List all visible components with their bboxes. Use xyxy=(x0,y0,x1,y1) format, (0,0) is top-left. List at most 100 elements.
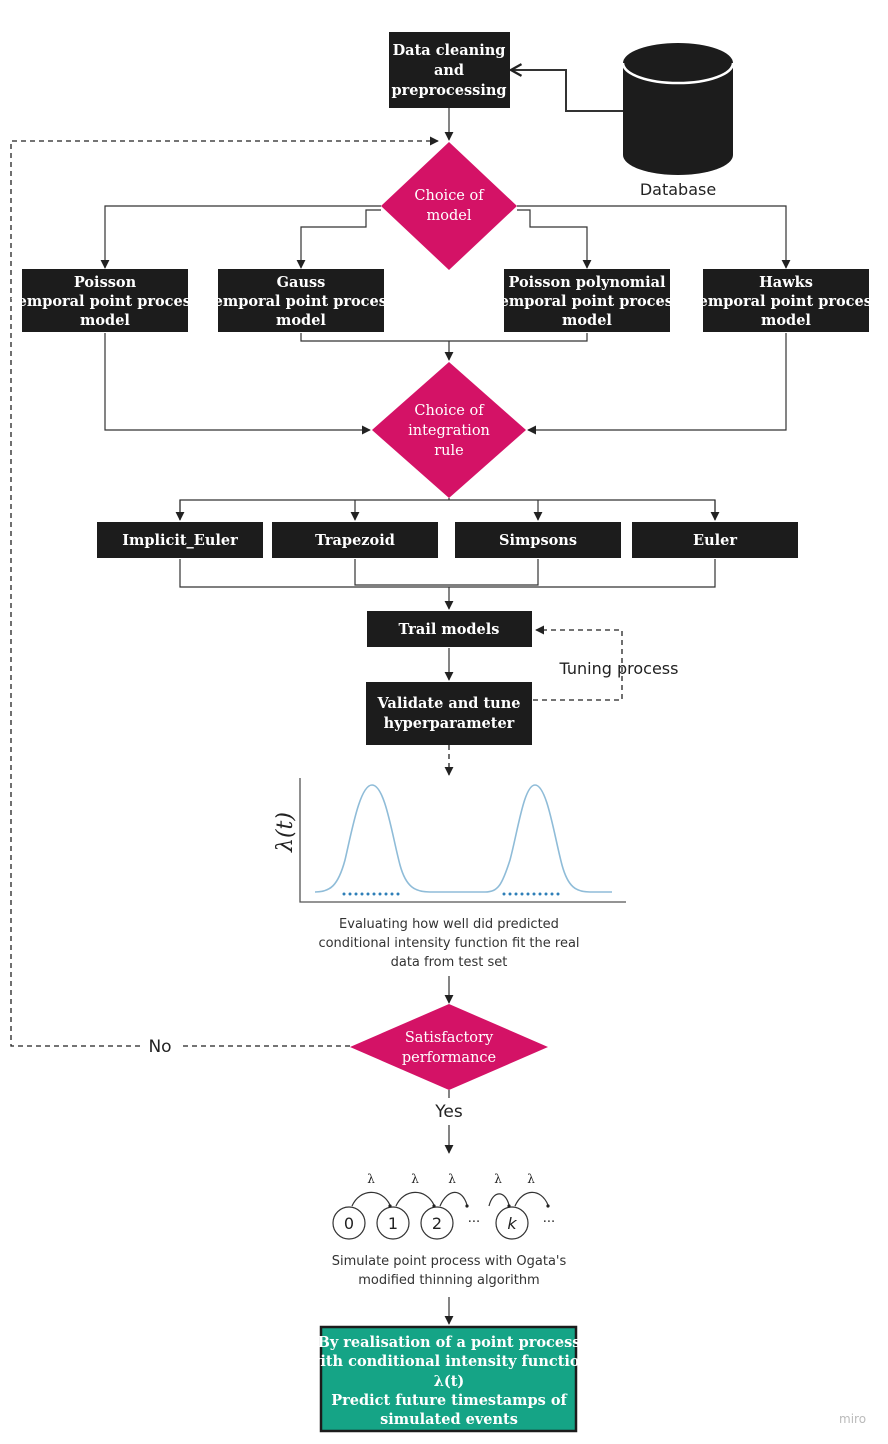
database-label: Database xyxy=(640,180,716,199)
sim-caption-line-2: modified thinning algorithm xyxy=(358,1273,539,1288)
lambda-label-1: λ xyxy=(367,1172,375,1186)
event-dot xyxy=(384,892,388,896)
model-gauss-line-2: temporal point process xyxy=(207,293,395,310)
event-dot xyxy=(360,892,364,896)
choice-rule-line-1: Choice of xyxy=(414,403,485,419)
choice-of-model-decision: Choice of model xyxy=(381,142,517,270)
model-hawks-line-3: model xyxy=(761,312,811,329)
chain-node-2: 2 xyxy=(420,1206,454,1240)
yes-label: Yes xyxy=(434,1102,463,1122)
event-dot xyxy=(538,892,542,896)
trail-models-step: Trail models xyxy=(367,611,532,647)
plot-caption-line-2: conditional intensity function fit the r… xyxy=(318,936,579,951)
model-poisson-line-3: model xyxy=(80,312,130,329)
rule-simpsons: Simpsons xyxy=(455,522,621,558)
model-poly-line-3: model xyxy=(562,312,612,329)
chain-node-0-label: 0 xyxy=(344,1214,354,1233)
database-icon xyxy=(621,43,735,175)
event-dot xyxy=(342,892,346,896)
model-poly-line-2: temporal point process xyxy=(493,293,681,310)
choice-rule-line-2: integration xyxy=(408,423,490,439)
satisfactory-line-1: Satisfactory xyxy=(405,1030,494,1046)
satisfactory-line-2: performance xyxy=(402,1050,496,1066)
rule-implicit-euler-label: Implicit_Euler xyxy=(122,532,238,549)
chain-node-1-label: 1 xyxy=(388,1214,398,1233)
event-dot xyxy=(556,892,560,896)
model-hawks-line-2: temporal point process xyxy=(692,293,880,310)
rule-euler-label: Euler xyxy=(693,532,737,549)
data-cleaning-step: Data cleaning and preprocessing xyxy=(389,32,510,108)
chain-node-k-label: k xyxy=(507,1214,517,1233)
lambda-label-5: λ xyxy=(527,1172,535,1186)
sim-caption-line-1: Simulate point process with Ogata's xyxy=(332,1254,567,1269)
intensity-curve xyxy=(314,784,612,893)
prediction-result-box: By realisation of a point process with c… xyxy=(307,1325,591,1433)
validate-line-2: hyperparameter xyxy=(384,715,515,732)
event-dot xyxy=(372,892,376,896)
cleaning-line-3: preprocessing xyxy=(391,82,506,99)
event-dot xyxy=(514,892,518,896)
tuning-process-label: Tuning process xyxy=(559,659,679,678)
model-gauss-line-3: model xyxy=(276,312,326,329)
chain-node-0: 0 xyxy=(332,1206,366,1240)
chain-node-1: 1 xyxy=(376,1206,410,1240)
rule-implicit-euler: Implicit_Euler xyxy=(97,522,263,558)
cleaning-line-1: Data cleaning xyxy=(393,42,506,59)
model-poly-line-1: Poisson polynomial xyxy=(509,274,666,291)
event-dot xyxy=(348,892,352,896)
model-poisson-line-2: temporal point process xyxy=(11,293,199,310)
satisfactory-performance-decision: Satisfactory performance xyxy=(350,1004,548,1090)
result-line-5: simulated events xyxy=(380,1411,518,1428)
model-poisson-polynomial: Poisson polynomial temporal point proces… xyxy=(493,269,681,332)
choice-model-line-2: model xyxy=(427,208,472,224)
model-poisson-line-1: Poisson xyxy=(74,274,137,291)
result-line-2: with conditional intensity function xyxy=(307,1353,591,1370)
event-dot xyxy=(390,892,394,896)
result-line-1: By realisation of a point process xyxy=(318,1334,581,1351)
cleaning-line-2: and xyxy=(434,62,464,79)
intensity-plot: λ(t) xyxy=(273,778,626,903)
event-dot xyxy=(526,892,530,896)
rule-trapezoid: Trapezoid xyxy=(272,522,438,558)
chain-ellipsis-2: ··· xyxy=(543,1215,555,1230)
model-gauss-line-1: Gauss xyxy=(277,274,326,291)
event-dot xyxy=(378,892,382,896)
result-line-3: λ(t) xyxy=(434,1373,465,1390)
validate-step: Validate and tune hyperparameter xyxy=(366,682,532,745)
chain-ellipsis-1: ··· xyxy=(468,1215,480,1230)
rule-trapezoid-label: Trapezoid xyxy=(315,532,395,549)
lambda-label-4: λ xyxy=(494,1172,502,1186)
event-dot xyxy=(502,892,506,896)
plot-caption-line-3: data from test set xyxy=(391,955,508,970)
chain-node-2-label: 2 xyxy=(432,1214,442,1233)
rule-simpsons-label: Simpsons xyxy=(499,532,577,549)
miro-watermark: miro xyxy=(839,1412,866,1426)
event-dot xyxy=(520,892,524,896)
lambda-label-3: λ xyxy=(448,1172,456,1186)
result-line-4: Predict future timestamps of xyxy=(331,1392,568,1409)
model-hawks: Hawks temporal point process model xyxy=(692,269,880,332)
event-dot xyxy=(354,892,358,896)
event-dot xyxy=(508,892,512,896)
model-hawks-line-1: Hawks xyxy=(759,274,813,291)
no-label: No xyxy=(148,1037,171,1057)
event-dot xyxy=(532,892,536,896)
event-dot xyxy=(544,892,548,896)
validate-line-1: Validate and tune xyxy=(377,695,521,712)
lambda-label-2: λ xyxy=(411,1172,419,1186)
choice-of-integration-rule-decision: Choice of integration rule xyxy=(372,362,526,498)
event-dot xyxy=(366,892,370,896)
event-dots xyxy=(342,892,560,896)
trail-models-label: Trail models xyxy=(399,621,500,638)
rule-euler: Euler xyxy=(632,522,798,558)
chain-node-k: k xyxy=(495,1206,529,1240)
model-gauss: Gauss temporal point process model xyxy=(207,269,395,332)
choice-rule-line-3: rule xyxy=(434,443,464,459)
choice-model-line-1: Choice of xyxy=(414,188,485,204)
connectors xyxy=(10,70,791,1325)
plot-ylabel: λ(t) xyxy=(273,812,298,853)
state-chain: 0 1 2 ··· k ··· λ λ λ λ λ xyxy=(332,1172,555,1240)
event-dot xyxy=(396,892,400,896)
model-poisson: Poisson temporal point process model xyxy=(11,269,199,332)
